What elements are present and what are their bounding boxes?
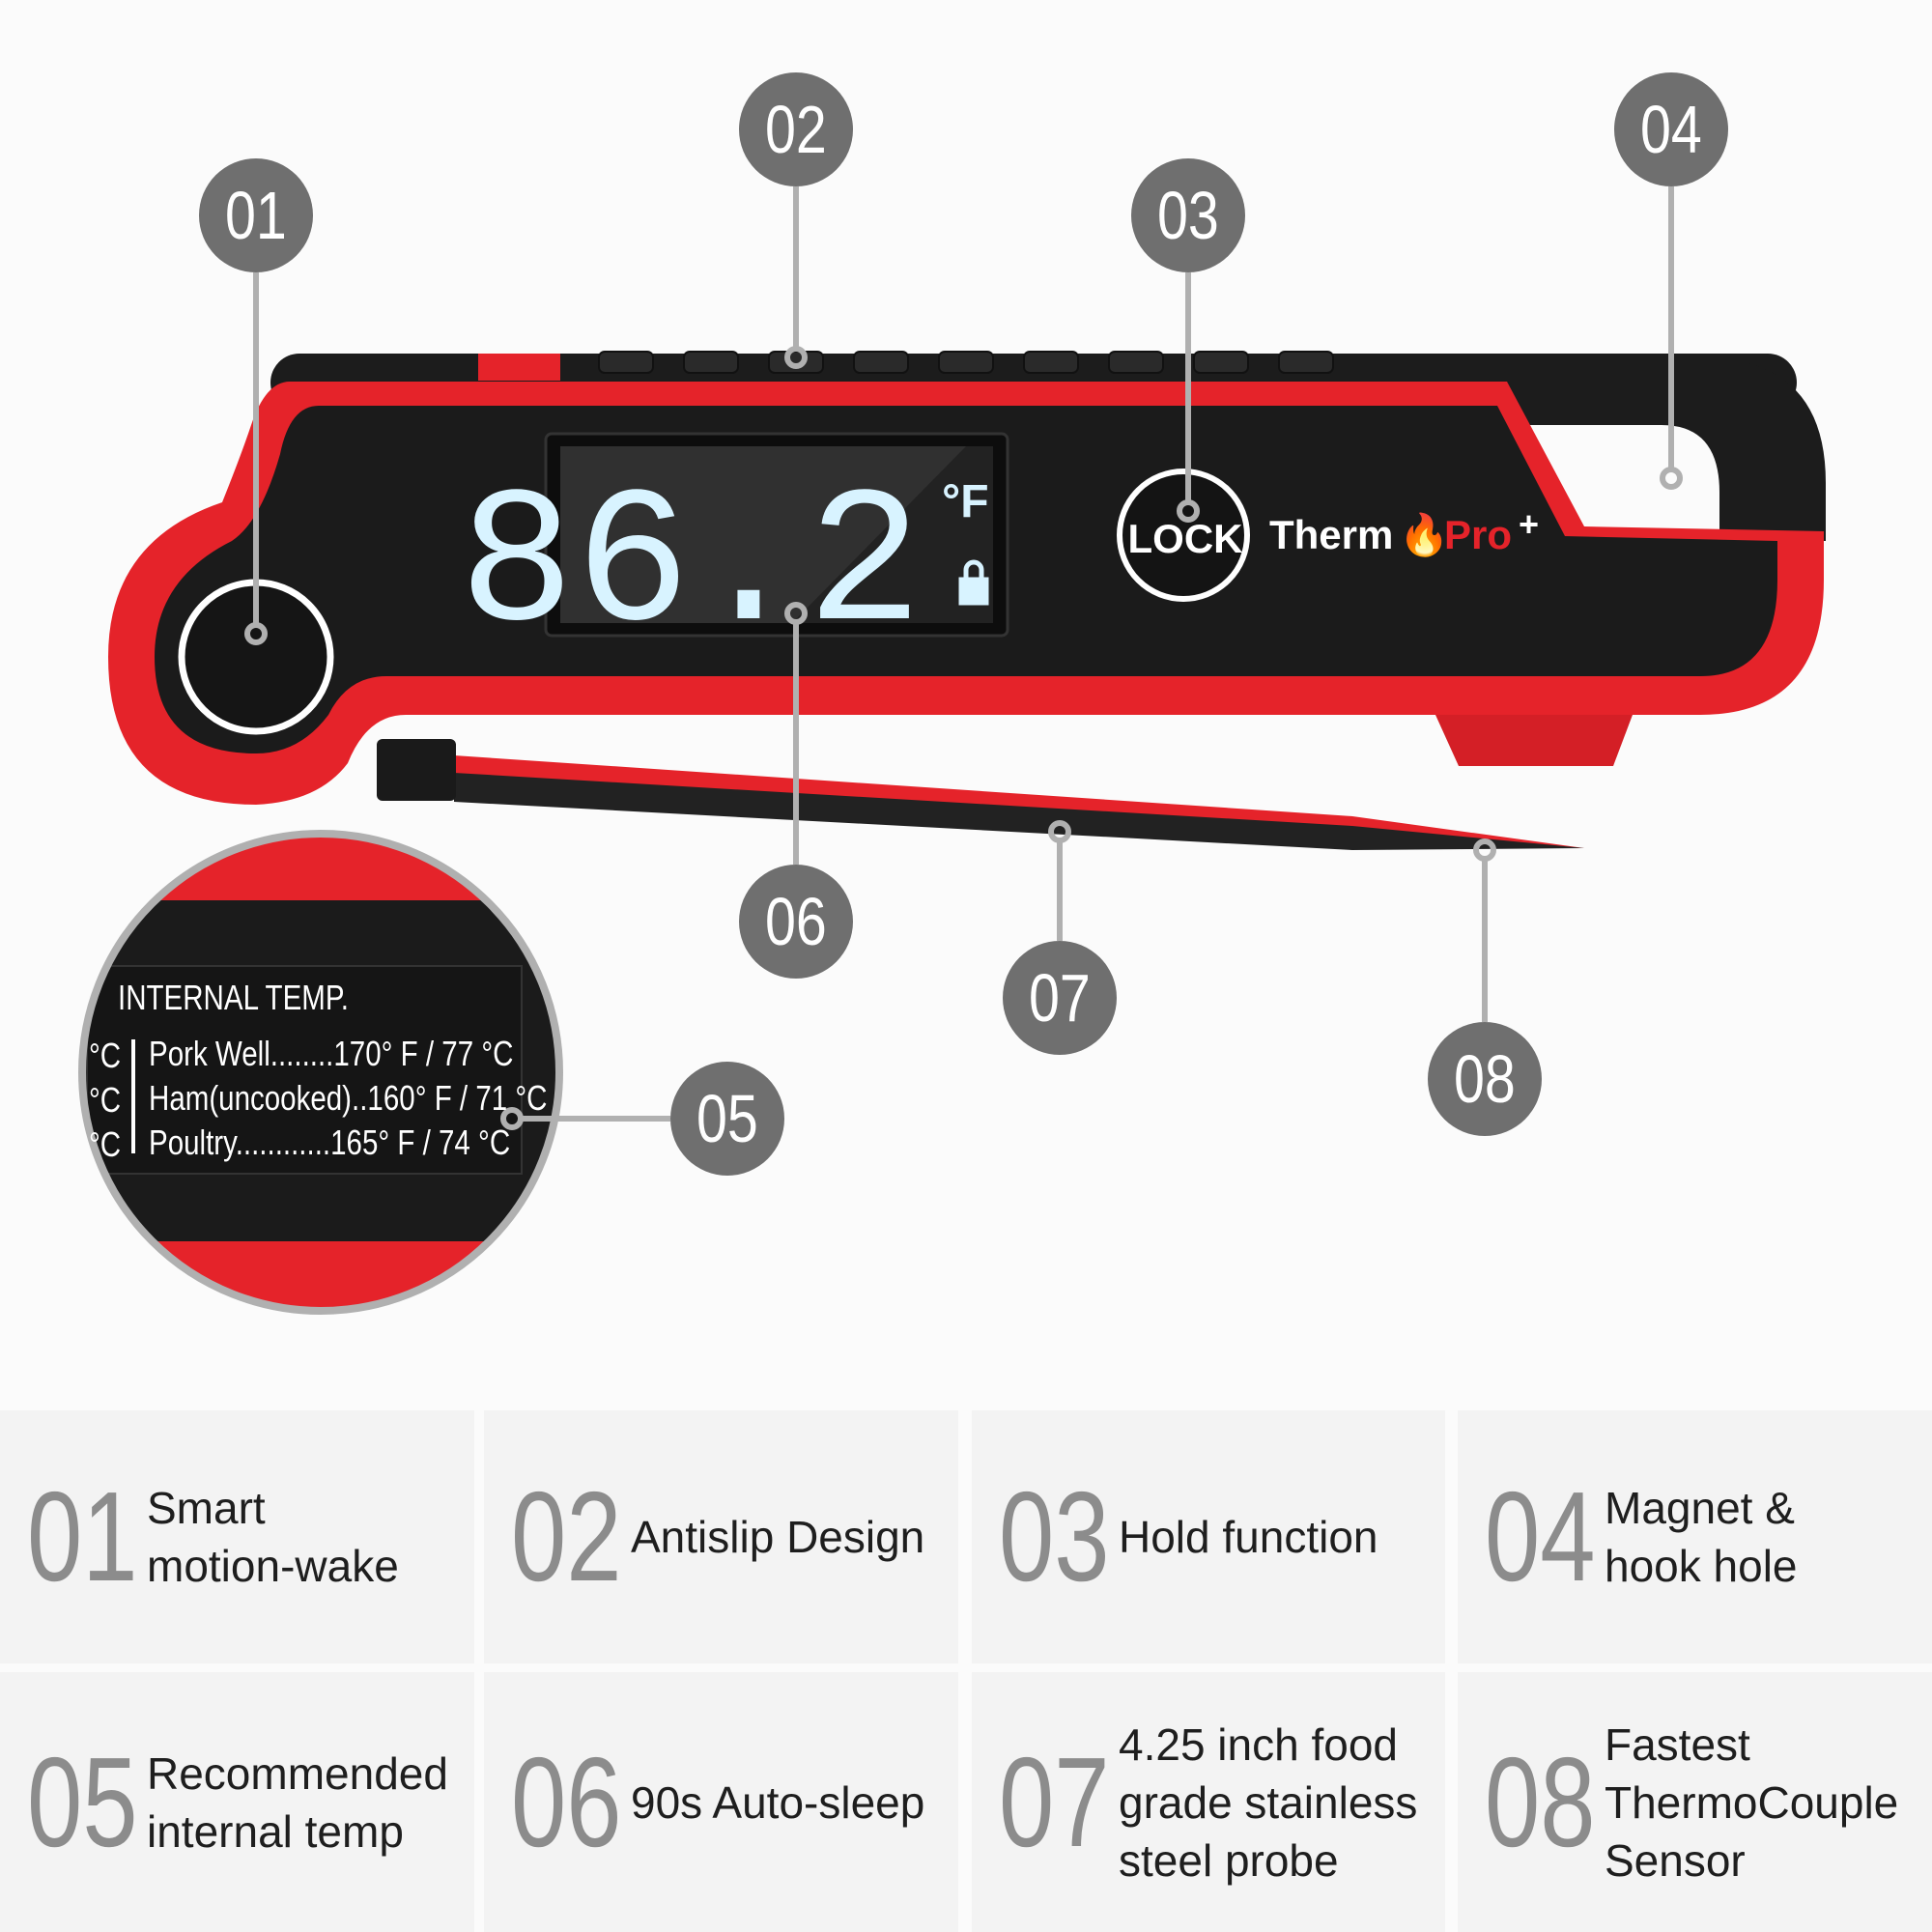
lock-icon: [958, 559, 989, 606]
magnifier-left-partial: °C°C°C: [89, 1036, 122, 1164]
feature-number: 06: [511, 1730, 622, 1873]
magnifier-divider: [131, 1039, 135, 1153]
magnifier-row: Ham(uncooked)..160° F / 71 °C: [149, 1078, 635, 1119]
food-name: Ham(uncooked): [149, 1078, 353, 1118]
magnifier-heading: INTERNAL TEMP.: [118, 978, 349, 1017]
feature-number: 02: [511, 1465, 622, 1607]
svg-text:Therm: Therm: [1269, 512, 1393, 557]
stand-foot: [1435, 715, 1633, 766]
leader-dots: ........: [270, 1034, 334, 1073]
food-temp: 165° F / 74 °C: [330, 1122, 511, 1162]
food-temp: 160° F / 71 °C: [367, 1078, 548, 1118]
lock-button[interactable]: [1117, 469, 1250, 602]
feature-text: Magnet & hook hole: [1605, 1483, 1798, 1591]
feature-number: 07: [999, 1730, 1110, 1873]
lcd-unit: °F: [942, 476, 989, 527]
feature-text: Recommended internal temp: [147, 1747, 448, 1857]
leader-dots: ..: [352, 1078, 368, 1118]
feature-text: Smart motion-wake: [147, 1483, 399, 1591]
leader-dots: ............: [235, 1122, 331, 1162]
feature-number: 05: [27, 1730, 138, 1873]
callout-08: 08: [1428, 1022, 1542, 1136]
feature-number: 01: [27, 1465, 138, 1607]
callout-07: 07: [1003, 941, 1117, 1055]
feature-number: 04: [1485, 1465, 1596, 1607]
leader-lines: [244, 186, 1683, 1130]
callout-05: 05: [670, 1062, 784, 1176]
svg-text:Pro: Pro: [1444, 512, 1512, 557]
hook-loop[interactable]: [1488, 357, 1826, 541]
brand-logo: Therm 🔥 Pro +: [1269, 504, 1539, 558]
callout-03: 03: [1131, 158, 1245, 272]
callout-04: 04: [1614, 72, 1728, 186]
lock-label: LOCK: [1128, 516, 1243, 561]
lcd-reading: 86.2: [459, 458, 923, 677]
feature-text: 90s Auto-sleep: [631, 1776, 925, 1828]
probe-collar: [377, 739, 456, 801]
callout-01: 01: [199, 158, 313, 272]
feature-text: Fastest ThermoCouple Sensor: [1605, 1719, 1899, 1886]
feature-text: Hold function: [1119, 1512, 1378, 1562]
svg-text:+: +: [1519, 504, 1539, 544]
food-temp: 170° F / 77 °C: [333, 1034, 514, 1073]
magnifier-row: Pork Well........170° F / 77 °C: [149, 1034, 593, 1074]
callout-02: 02: [739, 72, 853, 186]
feature-text: 4.25 inch food grade stainless steel pro…: [1119, 1719, 1418, 1886]
callout-06: 06: [739, 865, 853, 979]
svg-text:🔥: 🔥: [1399, 511, 1449, 558]
feature-number: 03: [999, 1465, 1110, 1607]
food-name: Pork Well: [149, 1034, 270, 1073]
feature-text: Antislip Design: [631, 1512, 925, 1562]
feature-number: 08: [1485, 1730, 1596, 1873]
magnifier-row: Poultry............165° F / 74 °C: [149, 1122, 589, 1163]
food-name: Poultry: [149, 1122, 236, 1162]
